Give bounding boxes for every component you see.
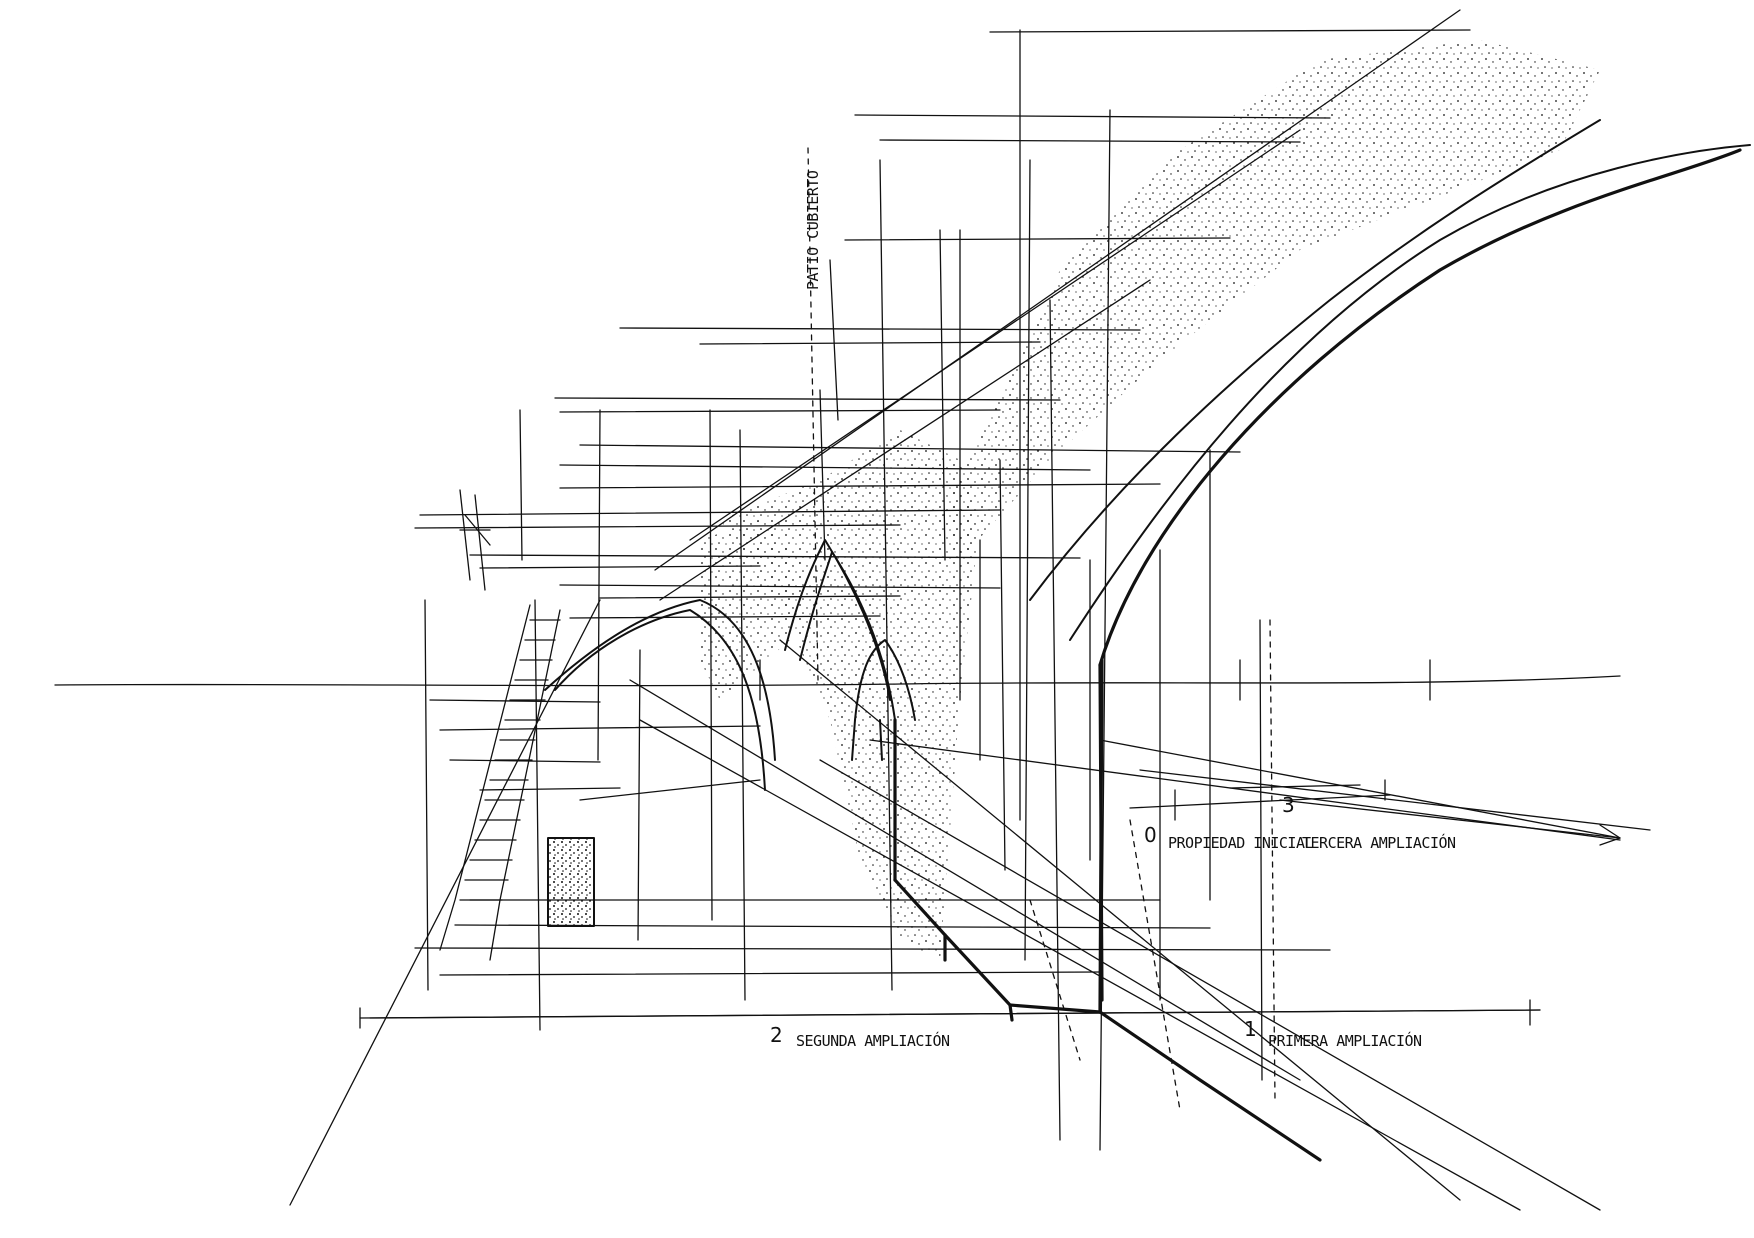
label-propiedad-inicial: PROPIEDAD INICIAL <box>1168 834 1313 852</box>
vertical-construction-lines <box>424 29 1263 1151</box>
label-tercera-num: 3 <box>1282 793 1295 817</box>
label-primera-num: 1 <box>1244 1017 1257 1041</box>
label-patio-cubierto: PATIO CUBIERTO <box>804 170 822 290</box>
interior-arches <box>544 539 916 791</box>
perspective-lines <box>289 9 1651 1211</box>
horizon-line <box>54 675 1621 687</box>
staircase <box>439 604 561 961</box>
shaded-vault-surface <box>548 40 1600 960</box>
upper-left-fixture <box>459 489 491 591</box>
stippled-block <box>547 837 595 927</box>
dimension-lines <box>359 779 1621 1029</box>
label-segunda-ampliacion: SEGUNDA AMPLIACIÓN <box>796 1031 950 1050</box>
wall-edge <box>1098 658 1104 1012</box>
floor-edges <box>893 718 1322 1162</box>
label-propiedad-num: 0 <box>1144 823 1157 847</box>
label-primera-ampliacion: PRIMERA AMPLIACIÓN <box>1268 1031 1422 1050</box>
label-tercera-ampliacion: TERCERA AMPLIACIÓN <box>1302 833 1456 852</box>
label-segunda-num: 2 <box>770 1023 783 1047</box>
horizon-ticks <box>759 659 1431 701</box>
